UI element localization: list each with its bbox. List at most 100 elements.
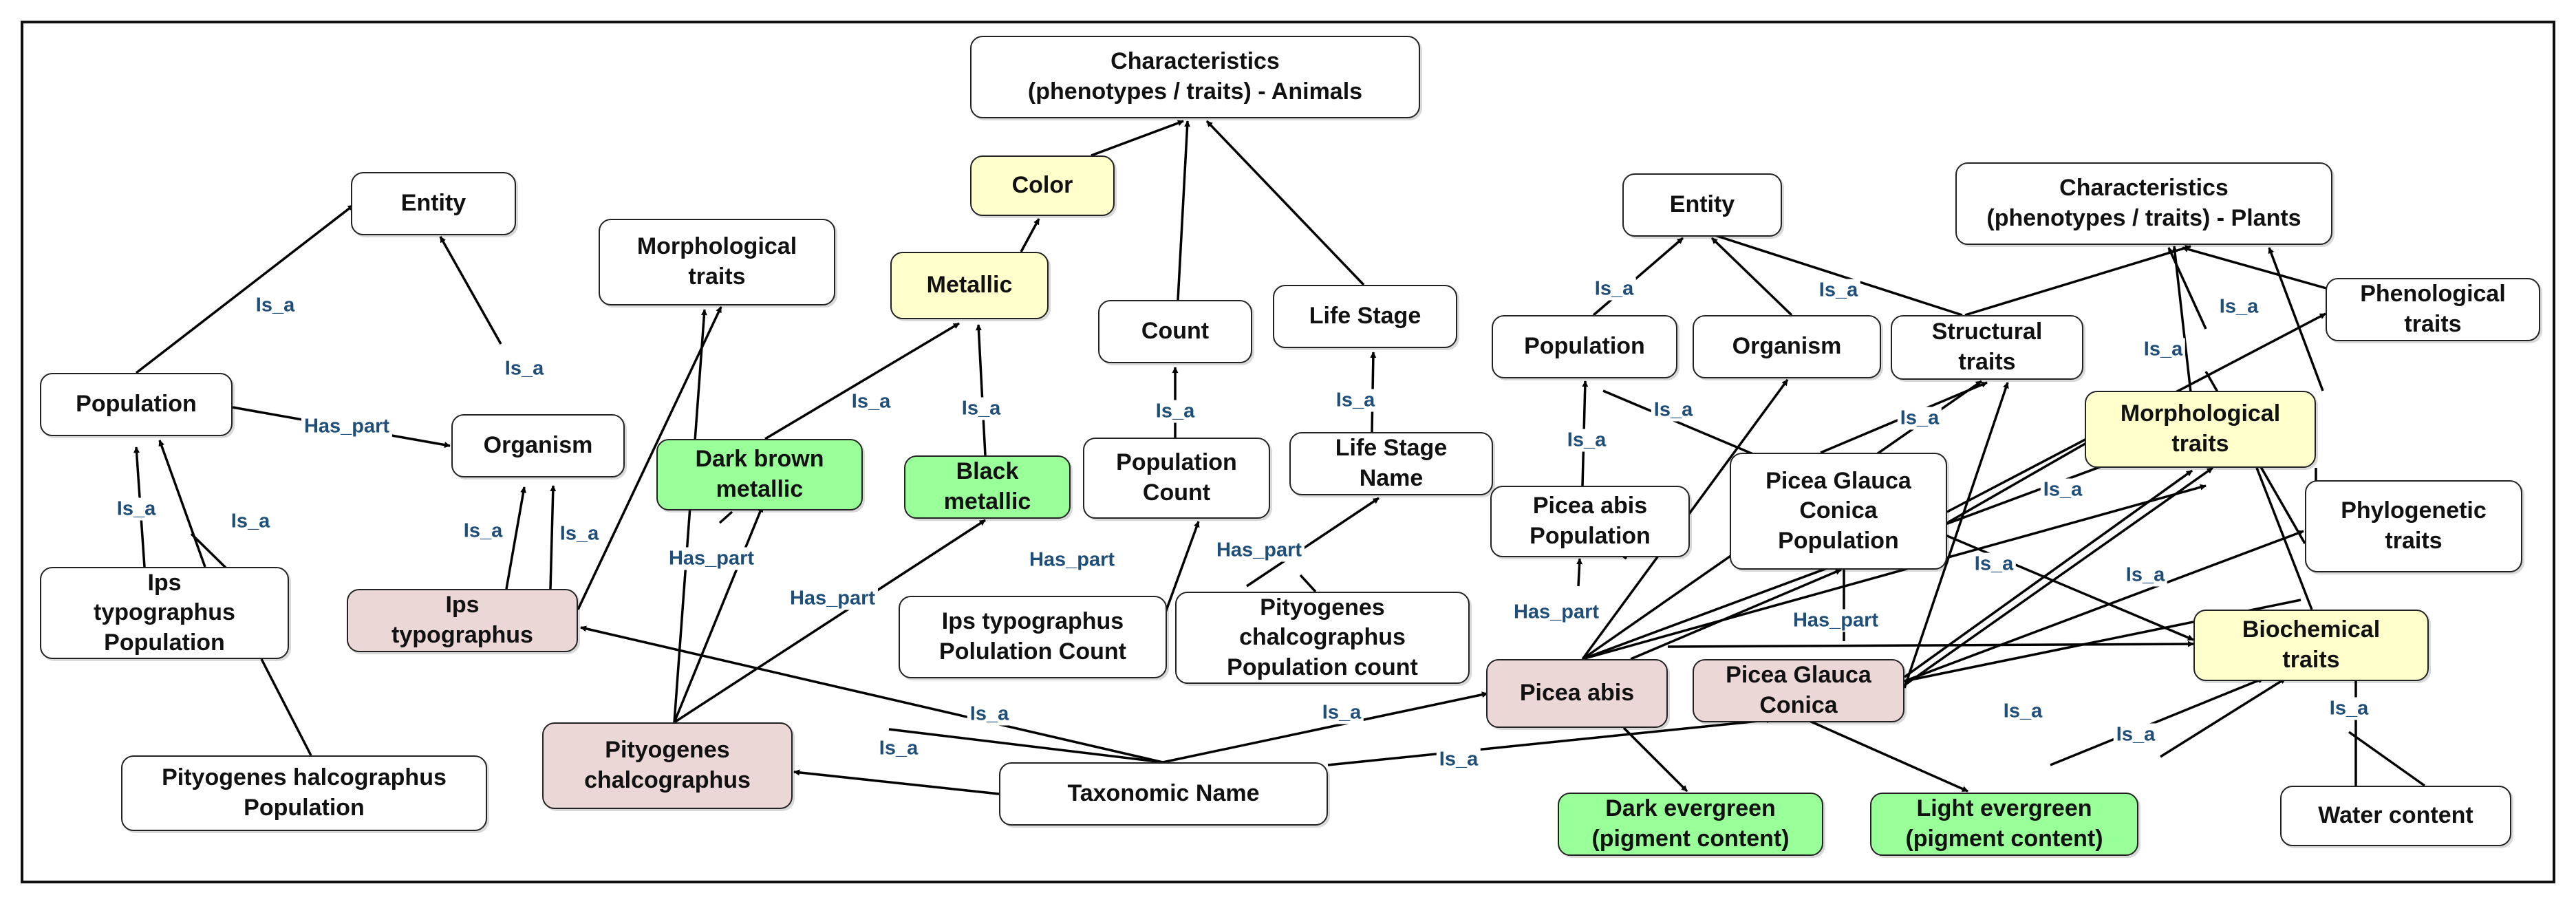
edge-connector-8: [549, 485, 557, 590]
edge-connector-24: [1246, 497, 1380, 588]
edge-label-is-a: Is_a: [848, 390, 894, 413]
edge-label-has-part: Has_part: [1213, 539, 1305, 562]
node-dark-evergreen: Dark evergreen (pigment content): [1558, 793, 1823, 856]
edge-label-is-a: Is_a: [114, 497, 159, 521]
edge-label-is-a: Is_a: [2000, 700, 2046, 723]
edge-label-is-a: Is_a: [460, 519, 506, 543]
edge-label-is-a: Is_a: [1651, 398, 1696, 422]
edge-connector-65: [2348, 731, 2426, 787]
edge-label-is-a: Is_a: [967, 702, 1012, 726]
node-organism-right: Organism: [1693, 315, 1881, 378]
edge-connector-19: [1205, 120, 1365, 286]
node-entity-right: Entity: [1622, 173, 1782, 237]
edge-connector-11: [673, 506, 764, 723]
node-characteristics-plants: Characteristics (phenotypes / traits) - …: [1955, 162, 2332, 245]
edge-label-is-a: Is_a: [2216, 295, 2262, 319]
edge-connector-56: [2160, 677, 2286, 758]
edge-label-has-part: Has_part: [665, 547, 758, 570]
edge-label-has-part: Has_part: [786, 587, 879, 610]
edge-connector-60: [2182, 246, 2354, 297]
edge-connector-28: [1162, 691, 1488, 764]
edge-connector-54: [1809, 720, 1968, 793]
edge-label-is-a: Is_a: [2326, 697, 2372, 720]
node-black-metallic: Black metallic: [904, 455, 1071, 519]
edge-label-has-part: Has_part: [1026, 548, 1118, 572]
node-picea-abis-population: Picea abis Population: [1490, 486, 1690, 557]
node-count: Count: [1098, 300, 1252, 363]
edge-connector-59: [2167, 247, 2207, 330]
edge-connector-16: [1020, 218, 1040, 252]
edge-connector-29: [1327, 717, 1773, 766]
node-population-right: Population: [1492, 315, 1677, 378]
edge-connector-9: [577, 306, 722, 610]
node-picea-glauca-conica-population: Picea Glauca Conica Population: [1730, 453, 1947, 570]
edge-label-is-a: Is_a: [2040, 478, 2085, 502]
edge-label-is-a: Is_a: [557, 522, 602, 546]
node-metallic: Metallic: [890, 252, 1049, 319]
node-phylogenetic-traits: Phylogenetic traits: [2305, 480, 2522, 572]
edge-connector-7: [505, 486, 527, 590]
edge-connector-23: [1299, 574, 1317, 593]
node-biochemical-traits: Biochemical traits: [2193, 610, 2429, 681]
edge-connector-10: [673, 309, 707, 723]
edge-label-is-a: Is_a: [2113, 723, 2158, 746]
edge-connector-39: [1582, 484, 2207, 660]
edge-label-is-a: Is_a: [228, 510, 273, 533]
edge-connector-50: [1904, 530, 2304, 682]
edge-label-is-a: Is_a: [1152, 400, 1198, 423]
edge-connector-22: [1164, 521, 1200, 613]
node-ips-typographus: Ips typographus: [347, 589, 578, 652]
node-color: Color: [970, 155, 1115, 216]
node-pityogenes-halcographus-population: Pityogenes halcographus Population: [121, 755, 487, 831]
edge-connector-57: [2268, 247, 2324, 391]
edge-label-is-a: Is_a: [1333, 389, 1378, 412]
edge-label-is-a: Is_a: [2123, 563, 2168, 587]
edge-connector-33: [1964, 245, 2191, 316]
edge-label-is-a: Is_a: [1319, 701, 1364, 724]
edge-connector-17: [1091, 120, 1184, 157]
edge-connector-6: [260, 658, 312, 756]
edge-label-is-a: Is_a: [502, 357, 547, 380]
edge-connector-26: [793, 769, 1000, 795]
node-pityogenes-population-count: Pityogenes chalcographus Population coun…: [1175, 592, 1470, 684]
edge-connector-38: [1630, 568, 1842, 660]
edge-label-is-a: Is_a: [1897, 407, 1942, 430]
node-water-content: Water content: [2280, 786, 2511, 846]
node-morphological-traits-right: Morphological traits: [2085, 391, 2316, 468]
edge-connector-52: [1667, 641, 2194, 648]
node-morphological-traits-left: Morphological traits: [599, 219, 835, 305]
node-light-evergreen: Light evergreen (pigment content): [1870, 793, 2138, 856]
node-ips-typographus-population: Ips typographus Population: [40, 567, 289, 659]
edge-connector-58: [2171, 246, 2192, 393]
edge-connector-4: [158, 440, 206, 568]
node-ips-typographus-population-count: Ips typographus Polulation Count: [899, 596, 1167, 678]
node-taxonomic-name: Taxonomic Name: [999, 762, 1328, 826]
node-pityogenes-chalcographus: Pityogenes chalcographus: [542, 722, 793, 809]
node-organism-left: Organism: [451, 414, 625, 477]
edge-connector-63: [2255, 467, 2313, 610]
node-life-stage: Life Stage: [1273, 285, 1457, 348]
edge-label-is-a: Is_a: [958, 397, 1004, 420]
edge-connector-45: [1946, 431, 2106, 524]
node-structural-traits: Structural traits: [1891, 315, 2083, 380]
edge-connector-30: [1592, 237, 1684, 316]
node-picea-glauca-conica: Picea Glauca Conica: [1693, 659, 1904, 722]
edge-label-is-a: Is_a: [253, 294, 298, 317]
edge-label-has-part: Has_part: [1510, 601, 1602, 624]
edge-connector-49: [1903, 382, 2009, 689]
node-population-count: Population Count: [1083, 438, 1270, 519]
edge-connector-35: [1576, 558, 1583, 587]
edge-label-is-a: Is_a: [1971, 552, 2017, 576]
edge-connector-47: [1903, 469, 2193, 678]
edge-connector-0: [135, 204, 355, 374]
edge-connector-1: [439, 236, 502, 345]
edge-connector-18: [1177, 120, 1191, 301]
node-phenological-traits: Phenological traits: [2326, 278, 2540, 341]
edge-connector-15: [975, 324, 987, 456]
edge-label-is-a: Is_a: [2140, 338, 2186, 361]
edge-connector-31: [1710, 237, 1793, 316]
edge-connector-53: [1622, 727, 1688, 793]
node-population-left: Population: [40, 373, 233, 436]
node-dark-brown-metallic: Dark brown metallic: [656, 439, 863, 510]
edge-connector-32: [1706, 231, 1963, 316]
